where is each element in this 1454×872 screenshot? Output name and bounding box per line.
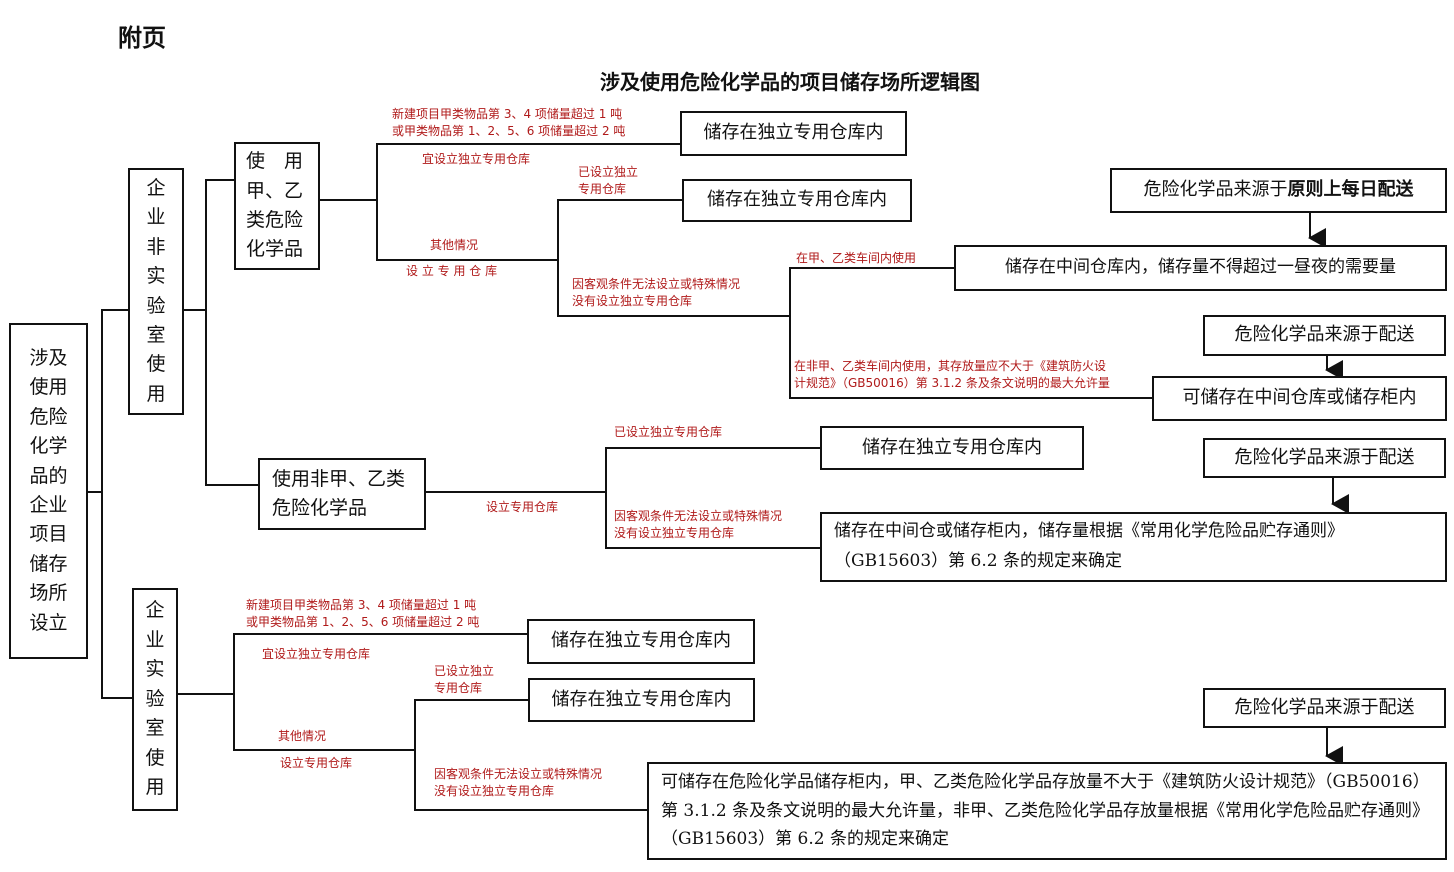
condition-label: 在甲、乙类车间内使用 [796, 251, 917, 265]
source-box-3: 危险化学品来源于配送 [1203, 438, 1446, 478]
condition-label: 已设立独立 专用仓库 [434, 664, 495, 696]
use-ab-box: 使 用甲、乙类危险化学品 [234, 142, 320, 270]
use-non-ab-box: 使用非甲、乙类危险化学品 [258, 458, 426, 530]
storage-box-5: 储存在独立专用仓库内 [820, 426, 1084, 470]
branch-nonlab-box: 企业非实验室使用 [128, 168, 184, 415]
condition-label: 其他情况 [430, 238, 479, 252]
use-ab-label: 使 用甲、乙类危险化学品 [246, 150, 304, 261]
condition-label: 新建项目甲类物品第 3、4 项储量超过 1 吨 或甲类物品第 1、2、5、6 项… [246, 598, 480, 630]
root-label: 涉及使用危险化学品的企业项目储存场所设立 [29, 346, 68, 634]
source-emphasis: 原则上每日配送 [1287, 179, 1414, 201]
storage-text-5: 储存在独立专用仓库内 [862, 436, 1042, 458]
storage-box-7: 储存在独立专用仓库内 [527, 619, 755, 664]
storage-text-9: 可储存在危险化学品储存柜内，甲、乙类危险化学品存放量不大于《建筑防火设计规范》（… [661, 771, 1430, 850]
storage-box-4: 可储存在中间仓库或储存柜内 [1152, 376, 1447, 421]
condition-label: 其他情况 [278, 729, 327, 743]
storage-text-1: 储存在独立专用仓库内 [703, 122, 884, 144]
condition-label: 设 立 专 用 仓 库 [406, 264, 498, 278]
storage-text-6: 储存在中间仓或储存柜内，储存量根据《常用化学危险品贮存通则》（GB15603）第… [834, 521, 1344, 571]
condition-label: 已设立独立 专用仓库 [578, 165, 639, 197]
storage-box-6: 储存在中间仓或储存柜内，储存量根据《常用化学危险品贮存通则》（GB15603）第… [820, 512, 1447, 582]
source-text-2: 危险化学品来源于配送 [1234, 324, 1415, 346]
storage-text-7: 储存在独立专用仓库内 [551, 630, 731, 652]
source-text-1: 危险化学品来源于原则上每日配送 [1144, 176, 1414, 205]
source-box-2: 危险化学品来源于配送 [1203, 315, 1446, 356]
storage-box-2: 储存在独立专用仓库内 [682, 179, 912, 222]
condition-label: 因客观条件无法设立或特殊情况 没有设立独立专用仓库 [572, 277, 741, 309]
source-box-4: 危险化学品来源于配送 [1203, 688, 1446, 728]
condition-label: 因客观条件无法设立或特殊情况 没有设立独立专用仓库 [614, 509, 783, 541]
root-box: 涉及使用危险化学品的企业项目储存场所设立 [9, 323, 88, 659]
branch-lab-label: 企业实验室使用 [145, 599, 165, 799]
use-non-ab-label: 使用非甲、乙类危险化学品 [272, 467, 406, 519]
condition-label: 设立专用仓库 [486, 500, 559, 514]
diagram-title: 涉及使用危险化学品的项目储存场所逻辑图 [600, 70, 980, 94]
storage-box-9: 可储存在危险化学品储存柜内，甲、乙类危险化学品存放量不大于《建筑防火设计规范》（… [647, 762, 1447, 860]
condition-label: 宜设立独立专用仓库 [262, 647, 371, 661]
storage-box-1: 储存在独立专用仓库内 [680, 111, 907, 156]
appendix-header: 附页 [118, 24, 166, 52]
branch-nonlab-label: 企业非实验室使用 [146, 176, 166, 405]
storage-box-3: 储存在中间仓库内，储存量不得超过一昼夜的需要量 [954, 245, 1447, 291]
storage-text-3: 储存在中间仓库内，储存量不得超过一昼夜的需要量 [1005, 257, 1396, 278]
condition-label: 新建项目甲类物品第 3、4 项储量超过 1 吨 或甲类物品第 1、2、5、6 项… [392, 107, 626, 139]
source-text-3: 危险化学品来源于配送 [1234, 446, 1415, 468]
condition-label: 在非甲、乙类车间内使用，其存放量应不大于《建筑防火设 计规范》（GB50016）… [794, 359, 1110, 391]
condition-label: 因客观条件无法设立或特殊情况 没有设立独立专用仓库 [434, 767, 603, 799]
source-text-4: 危险化学品来源于配送 [1234, 696, 1415, 718]
storage-text-4: 可储存在中间仓库或储存柜内 [1182, 387, 1417, 409]
storage-box-8: 储存在独立专用仓库内 [528, 678, 755, 722]
source-box-1: 危险化学品来源于原则上每日配送 [1110, 168, 1447, 213]
source-prefix: 危险化学品来源于 [1143, 179, 1288, 201]
branch-lab-box: 企业实验室使用 [132, 588, 178, 811]
storage-text-2: 储存在独立专用仓库内 [707, 189, 887, 211]
condition-label: 宜设立独立专用仓库 [422, 152, 531, 166]
condition-label: 设立专用仓库 [280, 756, 353, 770]
condition-label: 已设立独立专用仓库 [614, 425, 723, 439]
storage-text-8: 储存在独立专用仓库内 [551, 688, 732, 710]
